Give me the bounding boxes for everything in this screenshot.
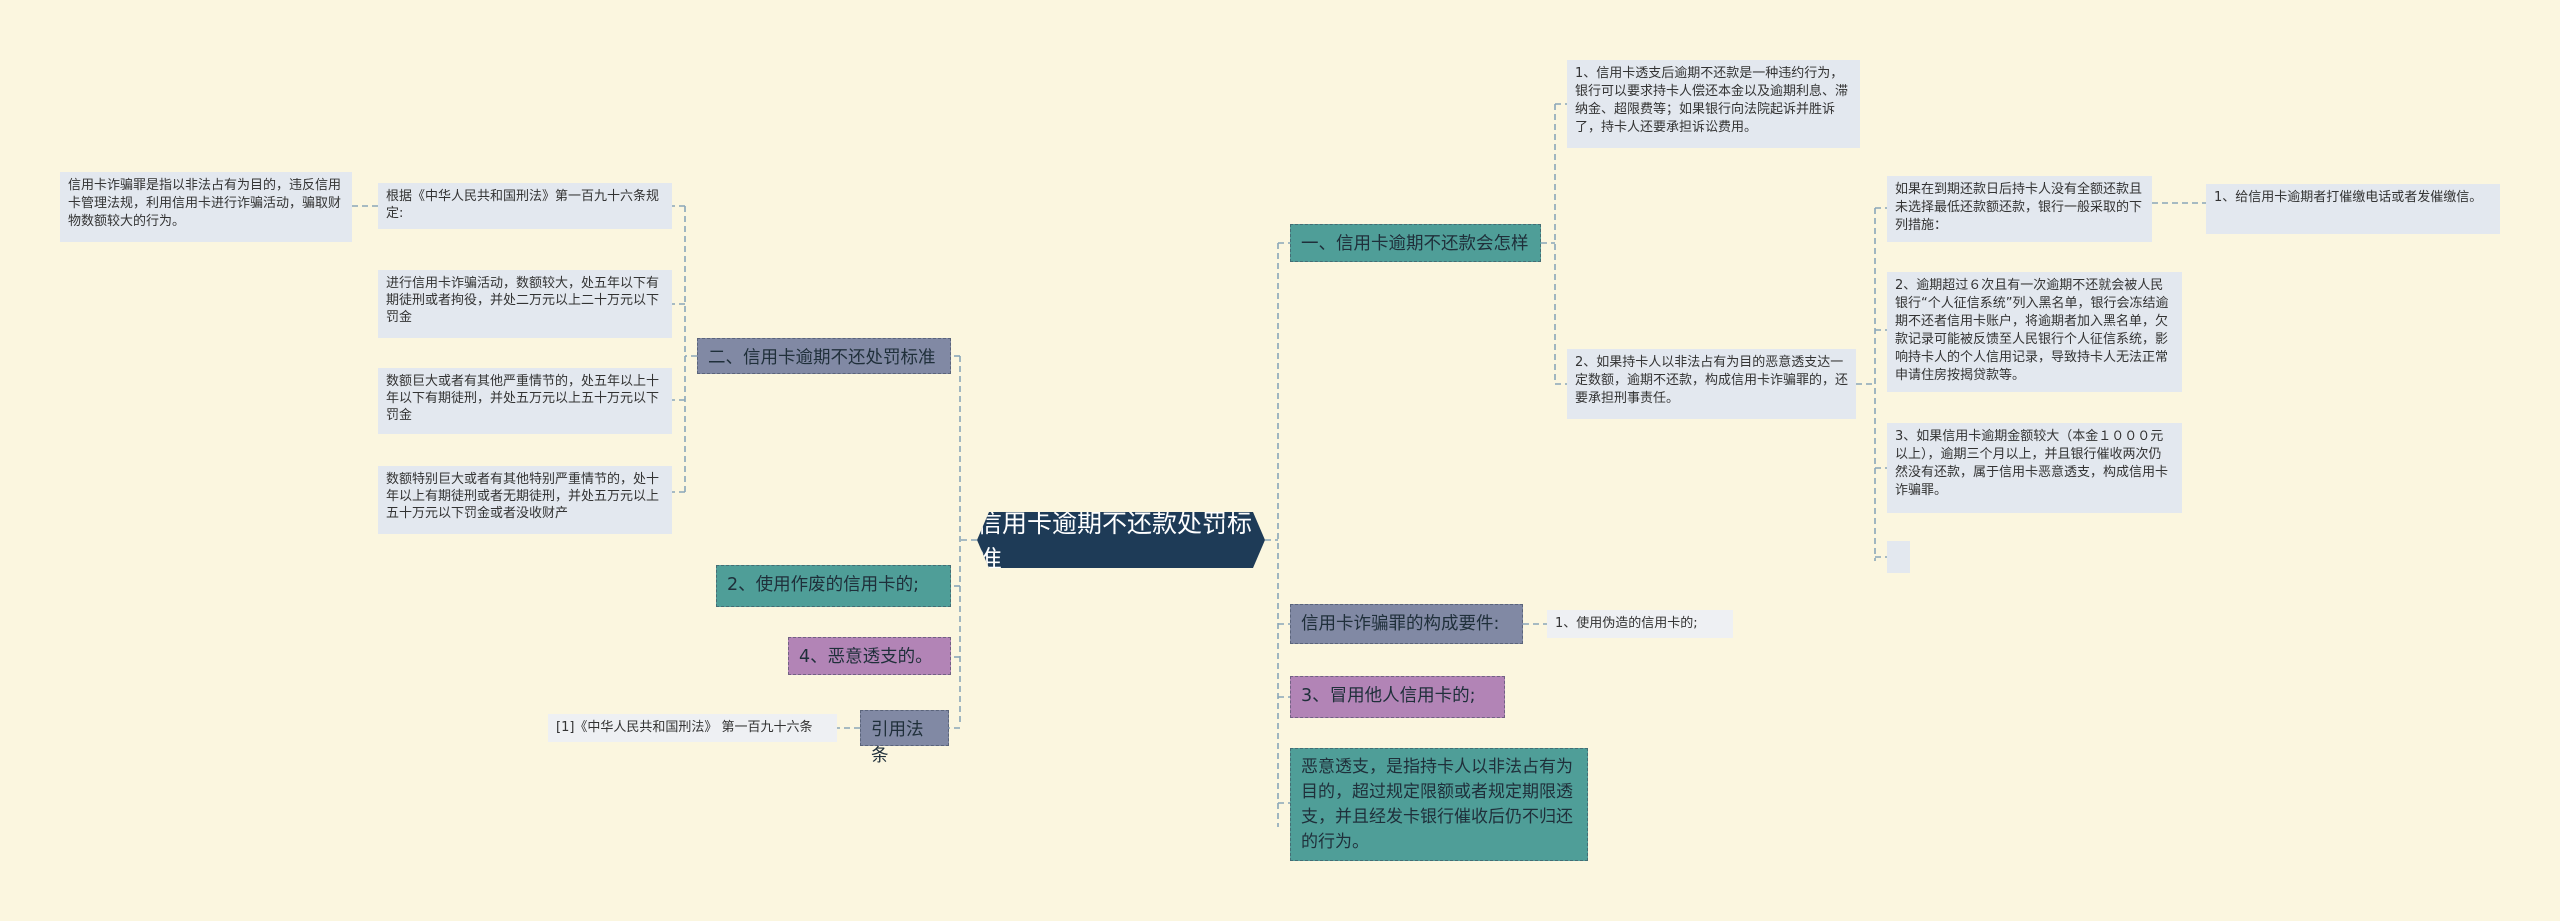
connector-root-right-trunk <box>1265 243 1279 827</box>
branch-overdue-consequences[interactable]: 一、信用卡逾期不还款会怎样 <box>1290 224 1541 262</box>
branch-malicious-overdraft-definition[interactable]: 恶意透支，是指持卡人以非法占有为目的，超过规定限额或者规定期限透支，并且经发卡银… <box>1290 748 1588 861</box>
leaf-measure-credit-blacklist[interactable]: 2、逾期超过６次且有一次逾期不还就会被人民银行“个人征信系统”列入黑名单，银行会… <box>1887 272 2182 392</box>
connector-measures-trunk <box>1856 208 1876 561</box>
branch-cited-law[interactable]: 引用法条 <box>860 710 949 766</box>
leaf-penalty-huge-amount[interactable]: 数额巨大或者有其他严重情节的，处五年以上十年以下有期徒刑，并处五万元以上五十万元… <box>378 368 672 434</box>
leaf-forged-card[interactable]: 1、使用伪造的信用卡的; <box>1547 610 1733 638</box>
leaf-measure-fraud-crime[interactable]: 3、如果信用卡逾期金额较大（本金１０００元以上），逾期三个月以上，并且银行催收两… <box>1887 423 2182 513</box>
branch-item-malicious-overdraft[interactable]: 4、恶意透支的。 <box>788 637 951 675</box>
leaf-measure-empty[interactable] <box>1887 541 1910 573</box>
branch-fraud-elements[interactable]: 信用卡诈骗罪的构成要件: <box>1290 604 1523 644</box>
branch-item-invalid-card[interactable]: 2、使用作废的信用卡的; <box>716 565 951 607</box>
leaf-measure-collection-call[interactable]: 1、给信用卡逾期者打催缴电话或者发催缴信。 <box>2206 184 2500 234</box>
leaf-overdue-criminal-liability[interactable]: 2、如果持卡人以非法占有为目的恶意透支达一定数额，逾期不还款，构成信用卡诈骗罪的… <box>1567 349 1856 419</box>
leaf-fraud-definition[interactable]: 信用卡诈骗罪是指以非法占有为目的，违反信用卡管理法规，利用信用卡进行诈骗活动，骗… <box>60 172 352 242</box>
connector-root-left-trunk <box>959 356 977 724</box>
branch-item-impersonation[interactable]: 3、冒用他人信用卡的; <box>1290 676 1505 718</box>
leaf-bank-measures-intro[interactable]: 如果在到期还款日后持卡人没有全额还款且未选择最低还款额还款，银行一般采取的下列措… <box>1887 176 2152 242</box>
branch-penalty-standard[interactable]: 二、信用卡逾期不还处罚标准 <box>697 338 951 374</box>
connector-overdue-trunk <box>1541 104 1556 384</box>
leaf-penalty-large-amount[interactable]: 进行信用卡诈骗活动，数额较大，处五年以下有期徒刑或者拘役，并处二万元以上二十万元… <box>378 270 672 338</box>
connector-penalty-trunk <box>684 206 697 492</box>
leaf-penalty-extra-huge-amount[interactable]: 数额特别巨大或者有其他特别严重情节的，处十年以上有期徒刑或者无期徒刑，并处五万元… <box>378 466 672 534</box>
root-topic[interactable]: 信用卡逾期不还款处罚标准 <box>977 512 1265 568</box>
leaf-overdue-breach-of-contract[interactable]: 1、信用卡透支后逾期不还款是一种违约行为，银行可以要求持卡人偿还本金以及逾期利息… <box>1567 60 1860 148</box>
leaf-criminal-law-196[interactable]: 根据《中华人民共和国刑法》第一百九十六条规定: <box>378 183 672 229</box>
leaf-cited-law-reference[interactable]: [1]《中华人民共和国刑法》 第一百九十六条 <box>548 714 837 742</box>
